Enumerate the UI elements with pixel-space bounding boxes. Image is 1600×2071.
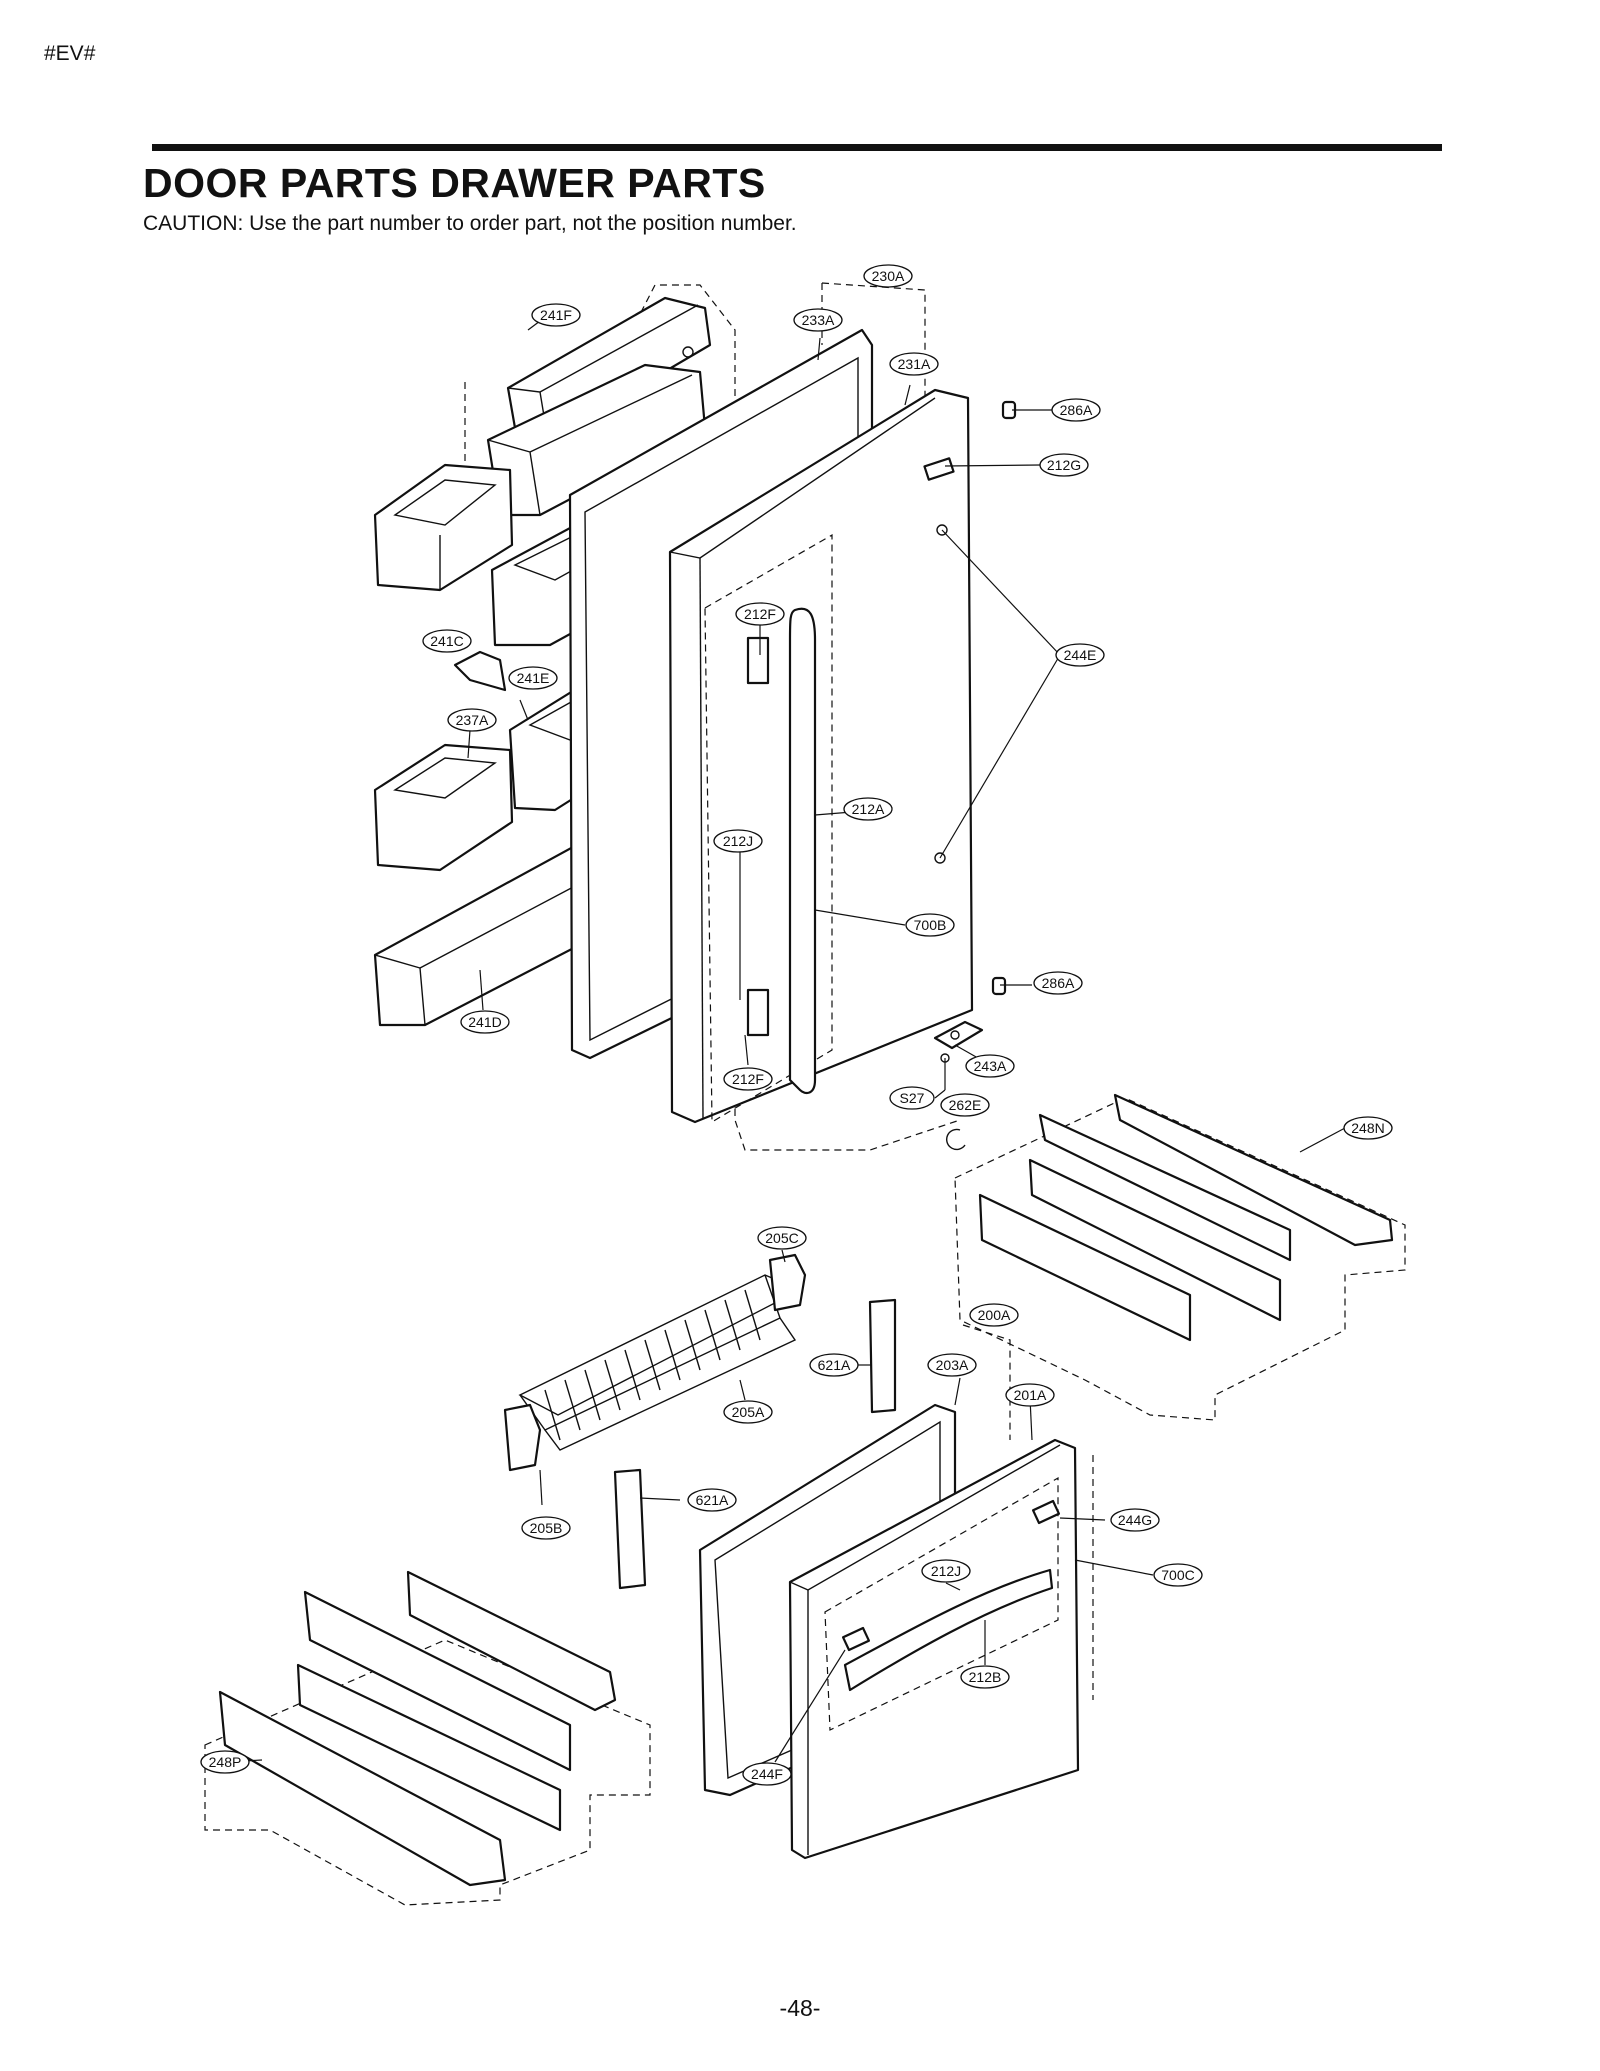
svg-text:231A: 231A [898, 356, 931, 372]
callout-241E: 241E [508, 666, 558, 690]
caution-note: CAUTION: Use the part number to order pa… [143, 212, 797, 235]
callout-205C: 205C [757, 1226, 807, 1250]
door-bin-241C-upper [373, 463, 514, 592]
svg-text:241D: 241D [468, 1014, 501, 1030]
svg-text:203A: 203A [936, 1357, 969, 1373]
door-panel-231A [668, 388, 974, 1124]
callout-212J-top: 212J [713, 829, 763, 853]
callout-248N: 248N [1343, 1116, 1393, 1140]
rail-group-248N [954, 1093, 1406, 1421]
hinge-243A [933, 1020, 984, 1050]
svg-text:233A: 233A [802, 312, 835, 328]
callout-205A: 205A [723, 1400, 773, 1424]
svg-text:286A: 286A [1042, 975, 1075, 991]
callout-212B: 212B [960, 1665, 1010, 1689]
callout-230A: 230A [863, 264, 913, 288]
svg-text:230A: 230A [872, 268, 905, 284]
door-bin-241C-lower [373, 743, 514, 872]
callout-S27: S27 [889, 1086, 935, 1110]
callout-233A: 233A [793, 308, 843, 332]
callout-200A: 200A [969, 1303, 1019, 1327]
callout-237A: 237A [447, 708, 497, 732]
svg-text:621A: 621A [696, 1492, 729, 1508]
callout-212G: 212G [1039, 453, 1089, 477]
callout-244F: 244F [742, 1762, 792, 1786]
callout-621A-upper: 621A [809, 1353, 859, 1377]
callout-621A-lower: 621A [687, 1488, 737, 1512]
page-number: -48- [779, 1995, 821, 2021]
page-title: DOOR PARTS DRAWER PARTS [143, 160, 766, 206]
callout-231A: 231A [889, 352, 939, 376]
svg-text:212A: 212A [852, 801, 885, 817]
page-tag: #EV# [44, 42, 96, 65]
svg-text:244F: 244F [751, 1766, 783, 1782]
callout-700B: 700B [905, 913, 955, 937]
bracket-621A-lower [613, 1468, 647, 1590]
svg-text:243A: 243A [974, 1058, 1007, 1074]
callout-212F-bottom: 212F [723, 1067, 773, 1091]
svg-text:205A: 205A [732, 1404, 765, 1420]
callout-262E: 262E [940, 1093, 990, 1117]
rail-group-248P [204, 1570, 651, 1906]
svg-text:241C: 241C [430, 633, 463, 649]
bracket-621A-upper [868, 1298, 897, 1414]
screw-S27 [940, 1053, 950, 1090]
drawer-group-outline [962, 1324, 1094, 1700]
svg-text:262E: 262E [949, 1097, 982, 1113]
svg-text:212G: 212G [1047, 457, 1081, 473]
clip-262E [946, 1128, 966, 1151]
callout-243A: 243A [965, 1054, 1015, 1078]
svg-text:200A: 200A [978, 1307, 1011, 1323]
svg-text:212B: 212B [969, 1669, 1002, 1685]
header-rule [152, 144, 1442, 151]
svg-text:244E: 244E [1064, 647, 1097, 663]
svg-text:201A: 201A [1014, 1387, 1047, 1403]
svg-text:248P: 248P [209, 1754, 242, 1770]
svg-text:212J: 212J [723, 833, 753, 849]
svg-text:241F: 241F [540, 307, 572, 323]
callout-201A: 201A [1005, 1383, 1055, 1407]
svg-text:205B: 205B [530, 1520, 563, 1536]
callout-241C: 241C [422, 629, 472, 653]
callout-203A: 203A [927, 1353, 977, 1377]
callout-241F: 241F [531, 303, 581, 327]
callout-205B: 205B [521, 1516, 571, 1540]
svg-text:212F: 212F [732, 1071, 764, 1087]
svg-text:248N: 248N [1351, 1120, 1384, 1136]
callout-241D: 241D [460, 1010, 510, 1034]
callout-286A-bottom: 286A [1033, 971, 1083, 995]
svg-text:212J: 212J [931, 1563, 961, 1579]
callout-212A: 212A [843, 797, 893, 821]
callout-700C: 700C [1153, 1563, 1203, 1587]
svg-text:700C: 700C [1161, 1567, 1194, 1583]
svg-text:700B: 700B [914, 917, 947, 933]
cap-286A-bottom [991, 976, 1007, 996]
callout-286A-top: 286A [1051, 398, 1101, 422]
drawer-front-201A [788, 1438, 1080, 1860]
wire-basket-205A [503, 1253, 807, 1472]
callout-212F-top: 212F [735, 602, 785, 626]
svg-text:286A: 286A [1060, 402, 1093, 418]
callout-244G: 244G [1110, 1508, 1160, 1532]
svg-text:S27: S27 [900, 1090, 925, 1106]
svg-text:244G: 244G [1118, 1512, 1152, 1528]
callout-244E: 244E [1055, 643, 1105, 667]
svg-text:621A: 621A [818, 1357, 851, 1373]
callout-248P: 248P [200, 1750, 250, 1774]
svg-text:237A: 237A [456, 712, 489, 728]
svg-text:241E: 241E [517, 670, 550, 686]
svg-text:205C: 205C [765, 1230, 798, 1246]
bracket-237A [453, 650, 507, 692]
svg-text:212F: 212F [744, 606, 776, 622]
callout-212J-bottom: 212J [921, 1559, 971, 1583]
